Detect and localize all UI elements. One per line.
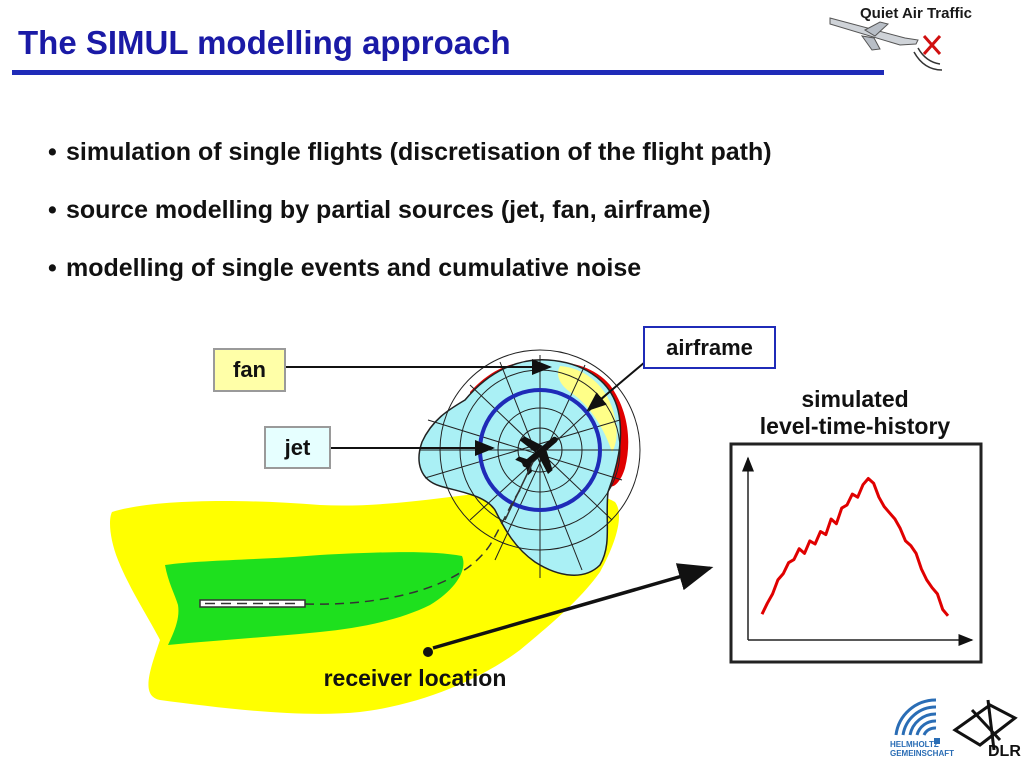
airframe-label: airframe	[666, 334, 753, 360]
simulated-label-line1: simulated	[801, 386, 909, 412]
flight-path	[304, 489, 521, 605]
jet-label-box: jet	[264, 426, 331, 469]
bullet-item: • simulation of single flights (discretis…	[48, 138, 772, 196]
simulated-label-line2: level-time-history	[759, 413, 951, 439]
page-title: The SIMUL modelling approach	[18, 24, 511, 61]
level-time-history-line	[760, 477, 950, 617]
fan-label-box: fan	[213, 348, 286, 392]
receiver-arrow	[432, 563, 714, 650]
bullet-text: modelling of single events and cumulativ…	[66, 254, 642, 282]
dlr-logo-text: DLR	[988, 743, 1021, 760]
bullet-dot: •	[48, 138, 57, 166]
title-underline	[12, 70, 884, 75]
level-time-history-frame	[729, 442, 983, 664]
receiver-location-label: receiver location	[323, 665, 507, 691]
runway	[199, 599, 306, 608]
airframe-label-box: airframe	[643, 326, 776, 369]
airframe-pointer	[586, 361, 646, 412]
receiver-location-dot	[423, 647, 433, 657]
bullet-dot: •	[48, 254, 57, 282]
noise-footprint-inner	[165, 552, 464, 645]
directivity-accent	[558, 366, 617, 452]
bullet-list: • simulation of single flights (discretis…	[48, 138, 772, 312]
bullet-text: source modelling by partial sources (jet…	[66, 196, 711, 224]
fan-label: fan	[233, 357, 266, 382]
helmholtz-logo-text: HELMHOLTZ GEMEINSCHAFT	[890, 740, 954, 758]
bullet-item: • modelling of single events and cumulati…	[48, 254, 772, 312]
flight-path-to-aircraft	[504, 461, 534, 521]
simulated-label: simulated level-time-history	[740, 386, 970, 440]
bullet-item: • source modelling by partial sources (je…	[48, 196, 772, 254]
bullet-dot: •	[48, 196, 57, 224]
jet-label: jet	[284, 434, 311, 460]
bullet-text: simulation of single flights (discretisa…	[66, 138, 772, 166]
